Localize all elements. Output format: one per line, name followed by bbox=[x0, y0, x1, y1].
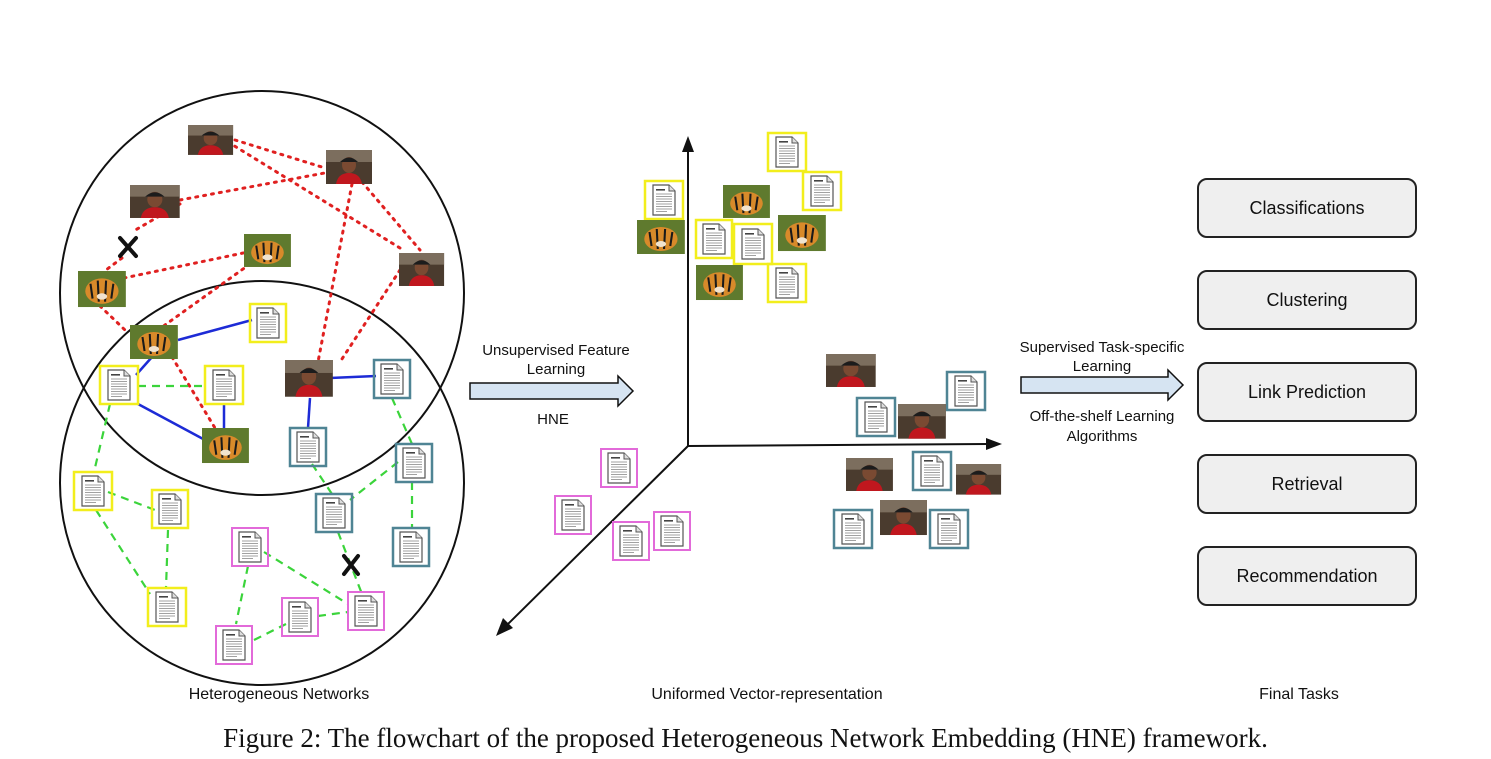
document-icon bbox=[643, 179, 685, 221]
supervised-learning-arrow bbox=[1020, 368, 1185, 402]
arrow2-label-line1: Supervised Task-specific bbox=[1020, 339, 1185, 356]
tiger-photo-icon bbox=[128, 323, 179, 361]
document-icon bbox=[347, 591, 385, 631]
document-icon bbox=[146, 586, 188, 628]
task-classifications: Classifications bbox=[1197, 178, 1417, 238]
tiger-photo-icon bbox=[200, 426, 250, 465]
task-link-prediction: Link Prediction bbox=[1197, 362, 1417, 422]
document-icon bbox=[766, 131, 808, 173]
document-icon bbox=[98, 364, 140, 406]
document-icon bbox=[694, 218, 734, 260]
figure-caption: Figure 2: The flowchart of the proposed … bbox=[223, 723, 1268, 753]
arrow2-label-line4: Algorithms bbox=[1067, 428, 1138, 445]
task-retrieval: Retrieval bbox=[1197, 454, 1417, 514]
unsupervised-learning-arrow bbox=[469, 374, 635, 408]
uniformed-vector-label: Uniformed Vector-representation bbox=[651, 686, 882, 703]
person-photo-icon bbox=[285, 360, 333, 397]
document-icon bbox=[911, 450, 953, 492]
network-circle-lower bbox=[59, 280, 465, 686]
person-photo-icon bbox=[130, 185, 180, 218]
document-icon bbox=[612, 521, 650, 561]
document-icon bbox=[281, 597, 319, 637]
tiger-photo-icon bbox=[635, 218, 686, 256]
document-icon bbox=[231, 527, 269, 567]
document-icon bbox=[314, 492, 354, 534]
document-icon bbox=[391, 526, 431, 568]
arrow1-method-label: HNE bbox=[537, 411, 569, 428]
document-icon bbox=[554, 495, 592, 535]
person-photo-icon bbox=[188, 125, 234, 155]
tiger-photo-icon bbox=[242, 232, 292, 269]
document-icon bbox=[72, 470, 114, 512]
person-photo-icon bbox=[826, 354, 876, 387]
person-photo-icon bbox=[898, 404, 946, 439]
document-icon bbox=[945, 370, 987, 412]
tiger-photo-icon bbox=[76, 269, 127, 309]
person-photo-icon bbox=[846, 458, 893, 491]
document-icon bbox=[150, 488, 190, 530]
arrow2-label-line3: Off-the-shelf Learning bbox=[1030, 408, 1175, 425]
red-dotted-edges bbox=[98, 138, 422, 430]
vector-space-axes bbox=[496, 136, 1002, 636]
tiger-photo-icon bbox=[776, 213, 827, 253]
document-icon bbox=[928, 508, 970, 550]
document-icon bbox=[288, 426, 328, 468]
task-clustering: Clustering bbox=[1197, 270, 1417, 330]
tiger-photo-icon bbox=[694, 263, 744, 302]
document-icon bbox=[801, 170, 843, 212]
person-photo-icon bbox=[399, 253, 445, 286]
arrow1-label-line1: Unsupervised Feature bbox=[482, 342, 630, 359]
heterogeneous-networks-label: Heterogeneous Networks bbox=[189, 686, 370, 703]
network-circle-upper bbox=[59, 90, 465, 496]
tiger-photo-icon bbox=[721, 183, 771, 219]
document-icon bbox=[766, 262, 808, 304]
document-icon bbox=[600, 448, 638, 488]
document-icon bbox=[832, 508, 874, 550]
final-tasks-label: Final Tasks bbox=[1259, 686, 1339, 703]
document-icon bbox=[215, 625, 253, 665]
document-icon bbox=[203, 364, 245, 406]
document-icon bbox=[653, 511, 691, 551]
cross-mark-icon bbox=[118, 236, 138, 258]
document-icon bbox=[394, 442, 434, 484]
task-recommendation: Recommendation bbox=[1197, 546, 1417, 606]
document-icon bbox=[372, 358, 412, 400]
document-icon bbox=[855, 396, 897, 438]
person-photo-icon bbox=[880, 500, 927, 536]
arrow1-label-line2: Learning bbox=[527, 361, 585, 378]
person-photo-icon bbox=[956, 464, 1002, 495]
cross-mark-icon bbox=[342, 554, 360, 576]
document-icon bbox=[248, 302, 288, 344]
blue-solid-edges bbox=[135, 318, 377, 442]
person-photo-icon bbox=[326, 150, 372, 184]
document-icon bbox=[732, 222, 774, 266]
arrow2-label-line2: Learning bbox=[1073, 358, 1131, 375]
